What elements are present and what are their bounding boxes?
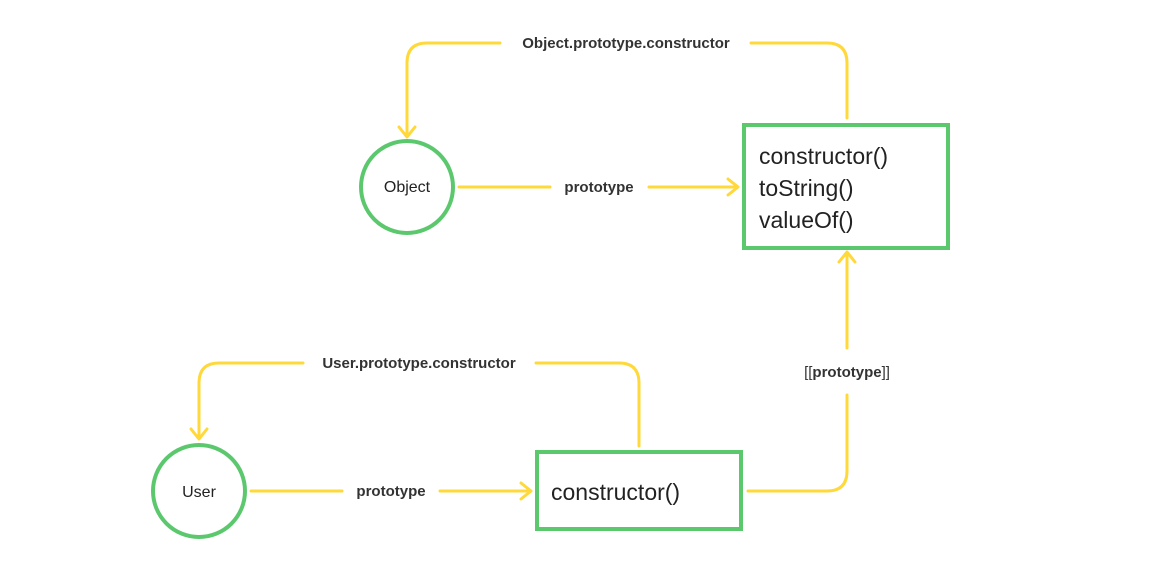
object-node-label: Object — [384, 179, 431, 196]
edge-user-prototype-arrowhead — [519, 481, 533, 501]
user-node-circle — [151, 443, 247, 539]
edge-user-constructor-label: User.prototype.constructor — [322, 355, 516, 372]
edge-user-constructor-line-right — [534, 361, 641, 448]
edge-proto-link-label: [[prototype]] — [804, 364, 890, 381]
edge-proto-link-label-main: prototype — [812, 364, 881, 381]
edge-user-constructor-line-left — [197, 361, 305, 440]
edge-user-prototype-label: prototype — [356, 483, 425, 500]
object-prototype-box-line-constructor: constructor() — [759, 143, 888, 169]
edge-proto-link-label-suffix: ]] — [882, 364, 890, 381]
edge-proto-link-arrowhead — [837, 250, 857, 264]
user-prototype-box: constructor() — [535, 450, 743, 531]
edge-object-prototype-arrowhead — [726, 177, 740, 197]
object-prototype-box-rect — [742, 123, 950, 250]
edge-object-prototype: prototype — [457, 177, 740, 197]
object-prototype-box-line-valueof: valueOf() — [759, 207, 854, 233]
edge-object-constructor-line-left — [405, 41, 502, 138]
edge-object-constructor-label: Object.prototype.constructor — [522, 35, 730, 52]
edge-user-prototype: prototype — [249, 481, 533, 501]
object-node-circle — [359, 139, 455, 235]
edge-object-constructor-arrowhead — [397, 125, 417, 139]
object-node: Object — [359, 139, 455, 235]
edge-proto-link-label-prefix: [[ — [804, 364, 813, 381]
user-prototype-box-line-constructor: constructor() — [551, 479, 680, 505]
user-node-label: User — [182, 484, 216, 501]
user-node: User — [151, 443, 247, 539]
edge-proto-link: [[prototype]] — [746, 250, 890, 493]
object-prototype-box-line-tostring: toString() — [759, 175, 854, 201]
edge-proto-link-line-lower — [746, 393, 849, 493]
edge-object-constructor-line-right — [749, 41, 849, 120]
edge-object-prototype-label: prototype — [564, 179, 633, 196]
object-prototype-box: constructor() toString() valueOf() — [742, 123, 950, 250]
edge-object-constructor: Object.prototype.constructor — [397, 35, 849, 139]
edge-user-constructor-arrowhead — [189, 427, 209, 441]
user-prototype-box-rect — [535, 450, 743, 531]
edge-user-constructor: User.prototype.constructor — [189, 355, 641, 448]
